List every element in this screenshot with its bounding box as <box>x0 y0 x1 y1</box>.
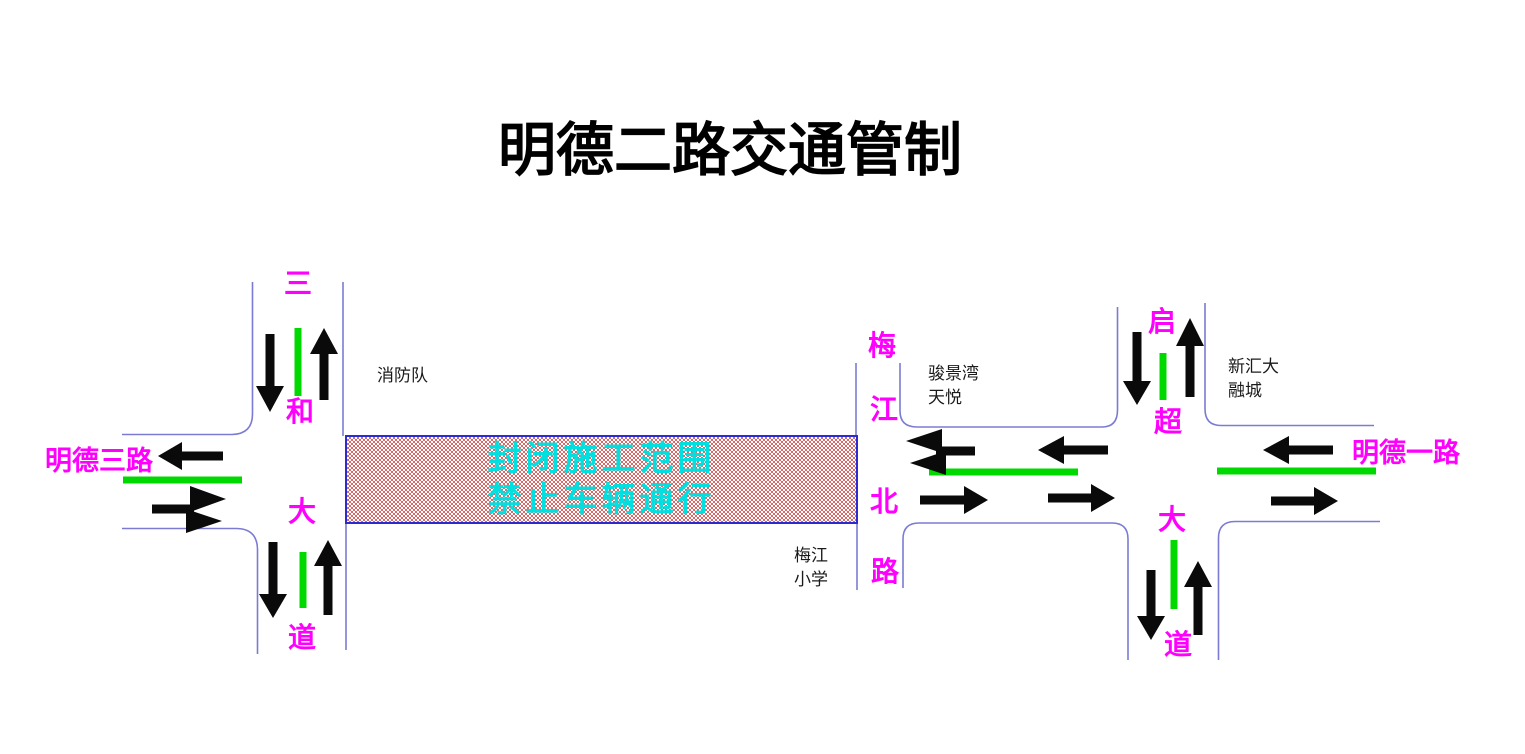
road-name-char-qichao: 启 <box>1148 305 1177 338</box>
road-name-char-qichao: 道 <box>1164 628 1193 661</box>
arrow-head <box>186 509 222 533</box>
road-name-char-meijiang: 北 <box>870 485 899 518</box>
road-name-char-meijiang: 路 <box>871 555 900 588</box>
road-name-char-qichao: 超 <box>1154 405 1183 438</box>
road-edge <box>122 527 259 654</box>
landmark-line: 融城 <box>1228 381 1262 401</box>
arrow-head <box>310 328 338 354</box>
road-name-char-sanhe: 道 <box>288 621 317 654</box>
arrow-head <box>259 594 287 618</box>
arrow-right-icon <box>1048 484 1115 512</box>
road-name-char-sanhe: 三 <box>284 267 313 300</box>
arrow-right-icon <box>920 486 988 514</box>
landmark-line: 小学 <box>794 570 828 590</box>
arrow-head <box>1038 436 1064 464</box>
arrow-head <box>1184 561 1212 587</box>
arrow-head <box>190 486 226 512</box>
arrow-down-icon <box>1137 570 1165 640</box>
road-edge <box>1217 520 1380 660</box>
landmark-line: 天悦 <box>928 388 962 408</box>
arrow-down-icon <box>1123 332 1151 405</box>
arrow-up-icon <box>1184 561 1212 635</box>
arrow-up-icon <box>314 540 342 615</box>
arrow-right-icon <box>1271 487 1338 515</box>
road-name-char-meijiang: 江 <box>870 393 899 426</box>
arrow-down-icon <box>259 542 287 618</box>
arrow-head <box>906 429 942 453</box>
landmark-line: 骏景湾 <box>928 364 979 384</box>
arrow-head <box>314 540 342 566</box>
road-edge <box>902 522 1129 660</box>
landmark-junjingwan: 骏景湾 天悦 <box>928 362 979 410</box>
road-edge <box>899 307 1119 428</box>
page-title: 明德二路交通管制 <box>498 116 963 184</box>
closure-text-line1: 封闭施工范围 <box>487 439 716 479</box>
road-name-mingde-sanlu: 明德三路 <box>45 446 153 477</box>
arrow-head <box>1123 381 1151 405</box>
uturn-left-icon <box>906 429 975 475</box>
arrow-head <box>1091 484 1115 512</box>
arrow-down-icon <box>256 334 284 412</box>
landmark-line: 新汇大 <box>1228 357 1279 377</box>
road-name-char-sanhe: 和 <box>286 395 315 428</box>
lane-markings <box>123 328 1376 609</box>
landmark-fire-station: 消防队 <box>377 366 428 386</box>
uturn-right-icon <box>152 486 226 533</box>
road-name-char-meijiang: 梅 <box>868 329 897 362</box>
road-outlines <box>122 282 1380 660</box>
arrow-head <box>158 442 182 470</box>
arrow-left-icon <box>158 442 223 470</box>
road-edge <box>1204 303 1374 427</box>
arrow-up-icon <box>310 328 338 400</box>
arrow-head <box>1263 436 1289 464</box>
arrow-head <box>1176 318 1204 346</box>
arrow-left-icon <box>1263 436 1333 464</box>
arrow-up-icon <box>1176 318 1204 397</box>
road-name-char-sanhe: 大 <box>288 495 317 528</box>
closure-zone: 封闭施工范围 禁止车辆通行 <box>345 435 858 524</box>
arrow-head <box>964 486 988 514</box>
arrow-head <box>1314 487 1338 515</box>
landmark-meijiang-school: 梅江 小学 <box>794 544 828 592</box>
closure-text-line2: 禁止车辆通行 <box>487 480 716 520</box>
arrow-head <box>1137 616 1165 640</box>
landmark-line: 梅江 <box>794 546 828 566</box>
landmark-xinhui: 新汇大 融城 <box>1228 355 1279 403</box>
arrow-left-icon <box>1038 436 1108 464</box>
arrow-head <box>910 451 946 475</box>
traffic-arrows <box>152 318 1338 640</box>
road-name-char-qichao: 大 <box>1158 503 1187 536</box>
road-edge <box>122 282 254 436</box>
road-name-mingde-yilu: 明德一路 <box>1352 438 1460 469</box>
arrow-head <box>256 386 284 412</box>
